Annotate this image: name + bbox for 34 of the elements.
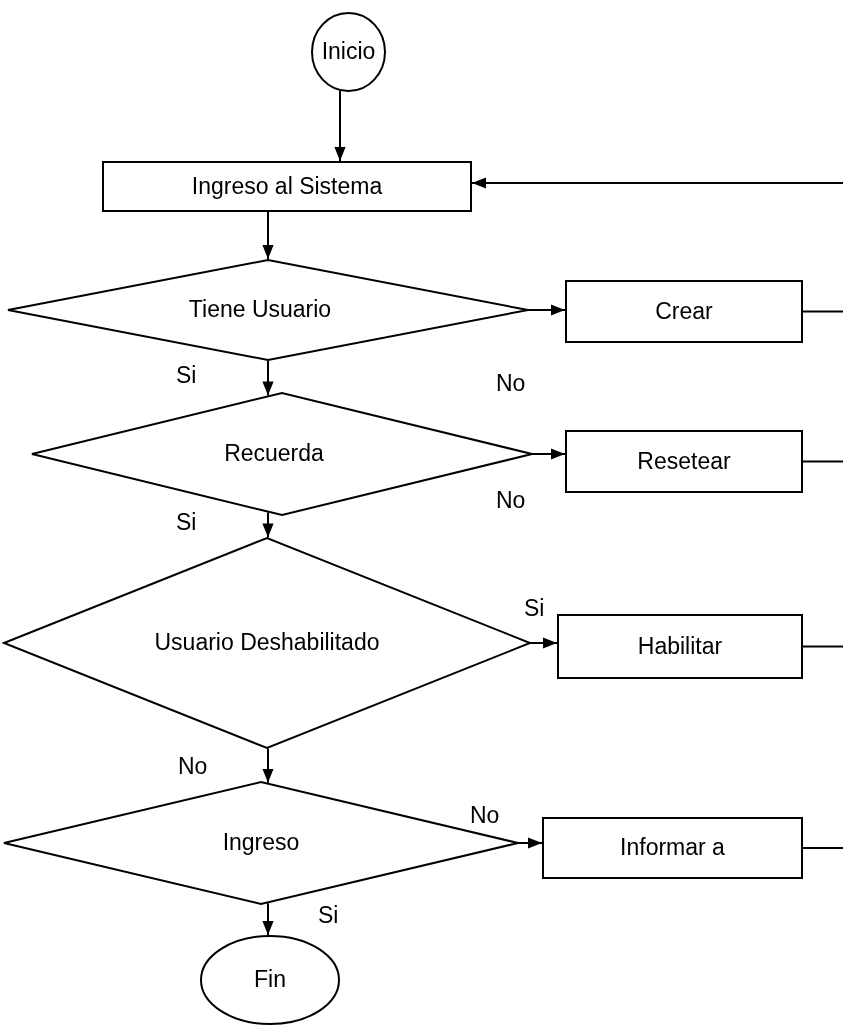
edge-label: Si	[524, 597, 545, 620]
node-label: Fin	[254, 966, 286, 994]
node-label: Inicio	[321, 38, 376, 66]
node-label: Informar a	[620, 834, 725, 862]
node-label: Ingreso	[222, 829, 300, 857]
node-label: Habilitar	[637, 632, 723, 661]
edge-label: Si	[318, 904, 339, 927]
arrow	[517, 837, 543, 849]
node-label: Recuerda	[224, 440, 324, 468]
connector-line	[802, 310, 844, 313]
arrow	[529, 637, 558, 649]
arrow	[262, 902, 274, 936]
node-label: Tiene Usuario	[188, 296, 332, 324]
arrow	[471, 177, 844, 189]
arrow	[531, 448, 566, 460]
edge-label: Si	[176, 511, 197, 534]
arrow	[262, 360, 274, 397]
arrow	[262, 747, 274, 784]
edge-label: No	[496, 489, 526, 512]
arrow	[262, 211, 274, 260]
connector-line	[802, 645, 844, 648]
node-label: Crear	[655, 297, 713, 326]
node-label: Ingreso al Sistema	[191, 172, 383, 201]
node-label: Usuario Deshabilitado	[154, 628, 380, 658]
arrow	[334, 89, 346, 162]
edge-label: Si	[176, 364, 197, 387]
edge-label: No	[470, 804, 500, 827]
arrow	[527, 304, 566, 316]
connector-line	[802, 847, 844, 849]
arrow	[262, 511, 274, 539]
node-label: Resetear	[637, 447, 731, 476]
edge-label: No	[496, 372, 526, 395]
connector-line	[802, 460, 844, 463]
edge-label: No	[178, 755, 208, 778]
